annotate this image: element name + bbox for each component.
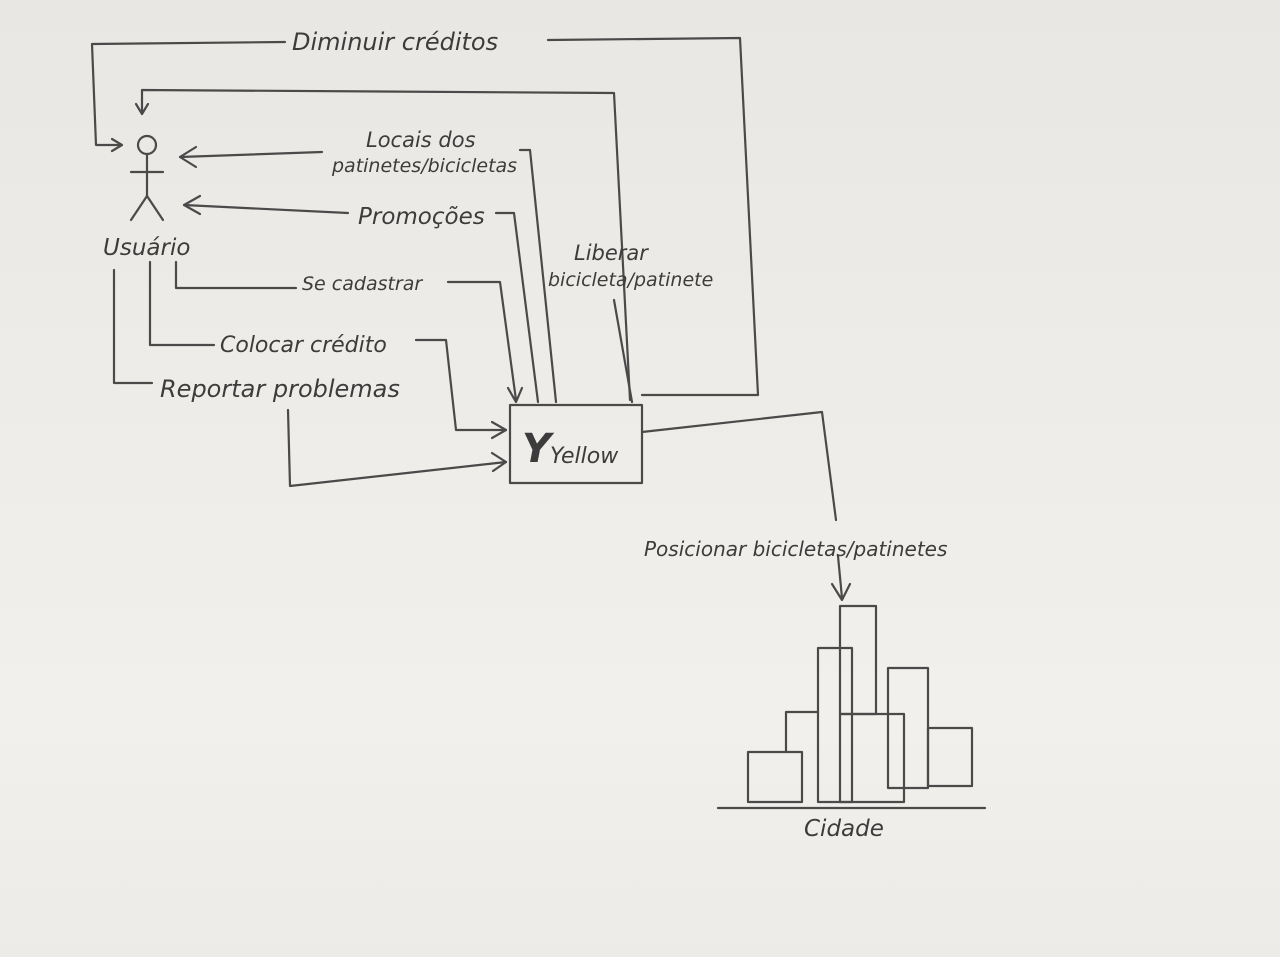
flow-label-reportar-problemas: Reportar problemas bbox=[160, 375, 400, 403]
flow-label-colocar-credito: Colocar crédito bbox=[220, 333, 387, 358]
flow-label-se-cadastrar: Se cadastrar bbox=[302, 273, 423, 295]
flow-label-diminuir-creditos: Diminuir créditos bbox=[292, 28, 498, 56]
flow-label-liberar-line2: bicicleta/patinete bbox=[548, 269, 713, 291]
flow-label-posicionar: Posicionar bicicletas/patinetes bbox=[644, 537, 947, 561]
flow-colocar-credito bbox=[148, 260, 508, 440]
system-box bbox=[508, 403, 644, 485]
flow-label-locais-line2: patinetes/bicicletas bbox=[331, 155, 517, 177]
system-label: Yellow bbox=[550, 444, 619, 469]
user-actor-icon bbox=[129, 134, 165, 222]
flow-label-liberar-line1: Liberar bbox=[574, 241, 649, 265]
flow-locais bbox=[178, 145, 558, 404]
flow-reportar-problemas bbox=[112, 268, 508, 488]
flow-posicionar bbox=[640, 410, 852, 602]
city-label: Cidade bbox=[804, 816, 884, 842]
system-logo-icon: Y bbox=[522, 426, 555, 472]
flow-label-locais-line1: Locais dos bbox=[366, 128, 476, 152]
flow-diminuir-creditos bbox=[90, 36, 760, 397]
flow-promocoes bbox=[182, 194, 540, 404]
city-icon bbox=[716, 604, 987, 810]
actor-label: Usuário bbox=[103, 235, 190, 261]
flow-label-promocoes: Promoções bbox=[358, 204, 485, 230]
flow-se-cadastrar bbox=[174, 260, 524, 404]
flow-top-return bbox=[134, 88, 632, 402]
flow-liberar bbox=[612, 298, 634, 404]
